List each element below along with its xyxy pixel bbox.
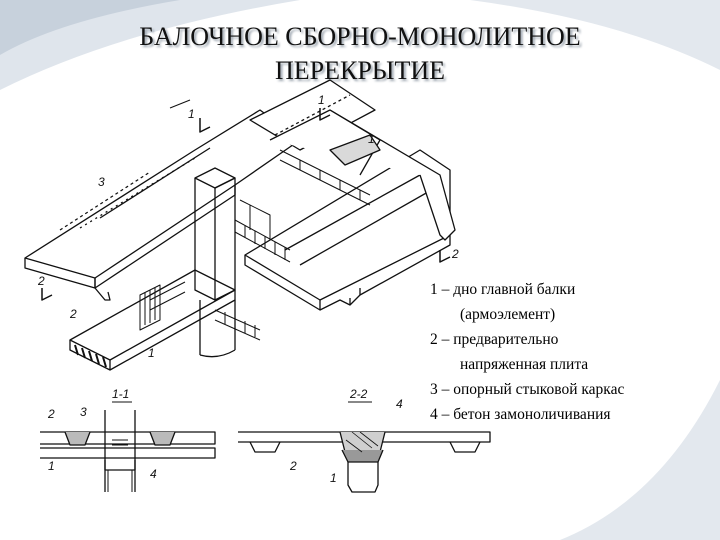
- sec2-label-1: 1: [330, 471, 337, 485]
- section-markers: [41, 99, 451, 301]
- sec1-label-2: 2: [47, 407, 55, 421]
- section-2-2: [238, 401, 491, 493]
- sec2-label-4: 4: [396, 397, 403, 411]
- legend-item-2: 2 – предварительно напряженная плита: [430, 327, 712, 377]
- axon-label-2c: 2: [451, 247, 459, 261]
- legend-num: 4: [430, 406, 438, 423]
- section-1-1-title: 1-1: [112, 387, 129, 401]
- legend-text: бетон замоноличивания: [453, 406, 611, 423]
- legend-text-cont: (армоэлемент): [460, 306, 556, 323]
- axon-label-1: 1: [188, 107, 195, 121]
- section-1-1: [40, 401, 216, 492]
- legend-text: предварительно: [453, 331, 559, 348]
- sec1-label-1: 1: [48, 459, 55, 473]
- legend-item-1: 1 – дно главной балки (армоэлемент): [430, 277, 712, 327]
- axon-label-4: 1: [368, 132, 375, 146]
- axon-label-3: 3: [98, 175, 105, 189]
- legend-num: 3: [430, 381, 438, 398]
- reinforcement-cage-left: [139, 281, 186, 331]
- legend-text-cont: напряженная плита: [460, 356, 589, 373]
- axon-label-2a: 2: [37, 274, 45, 288]
- legend-item-3: 3 – опорный стыковой каркас: [430, 381, 625, 398]
- legend-text: опорный стыковой каркас: [453, 381, 625, 398]
- reinforcement-cage-joint: [214, 149, 371, 341]
- legend-item-4: 4 – бетон замоноличивания: [430, 406, 611, 423]
- legend-text: дно главной балки: [453, 281, 576, 298]
- legend-num: 2: [430, 331, 438, 348]
- sec1-label-3: 3: [80, 405, 87, 419]
- upper-right-slab: [269, 109, 456, 241]
- page-title: БАЛОЧНОЕ СБОРНО-МОНОЛИТНОЕ ПЕРЕКРЫТИЕ: [90, 20, 630, 88]
- legend-num: 1: [430, 281, 438, 298]
- sec1-label-4: 4: [150, 467, 157, 481]
- axon-label-1b: 1: [318, 93, 325, 107]
- legend: 1 – дно главной балки (армоэлемент) 2 – …: [430, 277, 712, 427]
- axon-label-2b: 2: [69, 307, 77, 321]
- title-line-2: ПЕРЕКРЫТИЕ: [274, 56, 445, 85]
- axon-label-1c: 1: [148, 346, 155, 360]
- title-line-1: БАЛОЧНОЕ СБОРНО-МОНОЛИТНОЕ: [139, 22, 581, 51]
- column: [194, 167, 236, 358]
- section-2-2-title: 2-2: [349, 387, 368, 401]
- sec2-label-2: 2: [289, 459, 297, 473]
- left-slab: [24, 109, 301, 301]
